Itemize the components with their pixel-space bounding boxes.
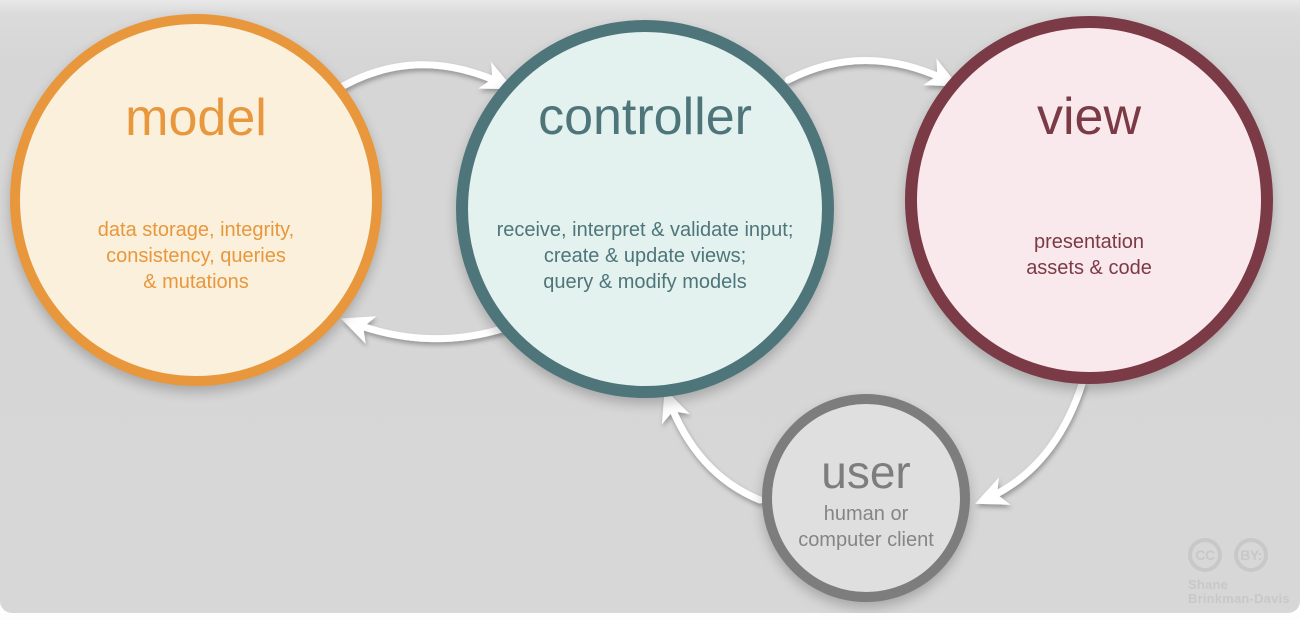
node-view: view presentation assets & code bbox=[905, 16, 1273, 384]
controller-description: receive, interpret & validate input; cre… bbox=[468, 217, 822, 295]
controller-description-line: receive, interpret & validate input; bbox=[496, 219, 794, 241]
view-title: view bbox=[1036, 88, 1142, 146]
view-description-line: presentation bbox=[1033, 231, 1145, 253]
node-user: user human or computer client bbox=[762, 394, 970, 602]
node-controller: controller receive, interpret & validate… bbox=[456, 20, 834, 398]
node-model: model data storage, integrity, consisten… bbox=[10, 14, 382, 386]
arrow-user-to-controller bbox=[661, 388, 764, 504]
cc-by-icon: BY: bbox=[1234, 538, 1268, 572]
controller-title: controller bbox=[538, 88, 752, 146]
bottom-edge-strip bbox=[0, 613, 1300, 620]
view-description-line: assets & code bbox=[1026, 257, 1152, 279]
attribution-author: Shane Brinkman-Davis bbox=[1188, 578, 1296, 606]
cc-attribution: CC BY: Shane Brinkman-Davis bbox=[1188, 538, 1296, 606]
model-description-line: data storage, integrity, bbox=[97, 219, 295, 241]
user-description: human or computer client bbox=[772, 501, 960, 553]
model-description-line: consistency, queries bbox=[106, 245, 286, 267]
user-description-line: human or bbox=[823, 503, 909, 525]
user-title: user bbox=[821, 446, 911, 498]
cc-badges: CC BY: bbox=[1188, 538, 1296, 572]
model-title: model bbox=[125, 89, 267, 147]
arrow-controller-to-view bbox=[784, 57, 959, 87]
controller-description-line: create & update views; bbox=[543, 245, 747, 267]
arrow-controller-to-model bbox=[340, 316, 509, 344]
attribution-author-line: Brinkman-Davis bbox=[1188, 591, 1290, 606]
view-description: presentation assets & code bbox=[917, 229, 1261, 281]
arrow-model-to-controller bbox=[339, 61, 514, 90]
arrow-view-to-user bbox=[975, 380, 1086, 505]
cc-license-icon: CC bbox=[1188, 538, 1222, 572]
model-description: data storage, integrity, consistency, qu… bbox=[20, 217, 372, 295]
controller-description-line: query & modify models bbox=[543, 271, 747, 293]
attribution-author-line: Shane bbox=[1188, 577, 1229, 592]
model-description-line: & mutations bbox=[143, 271, 249, 293]
user-description-line: computer client bbox=[798, 529, 934, 551]
